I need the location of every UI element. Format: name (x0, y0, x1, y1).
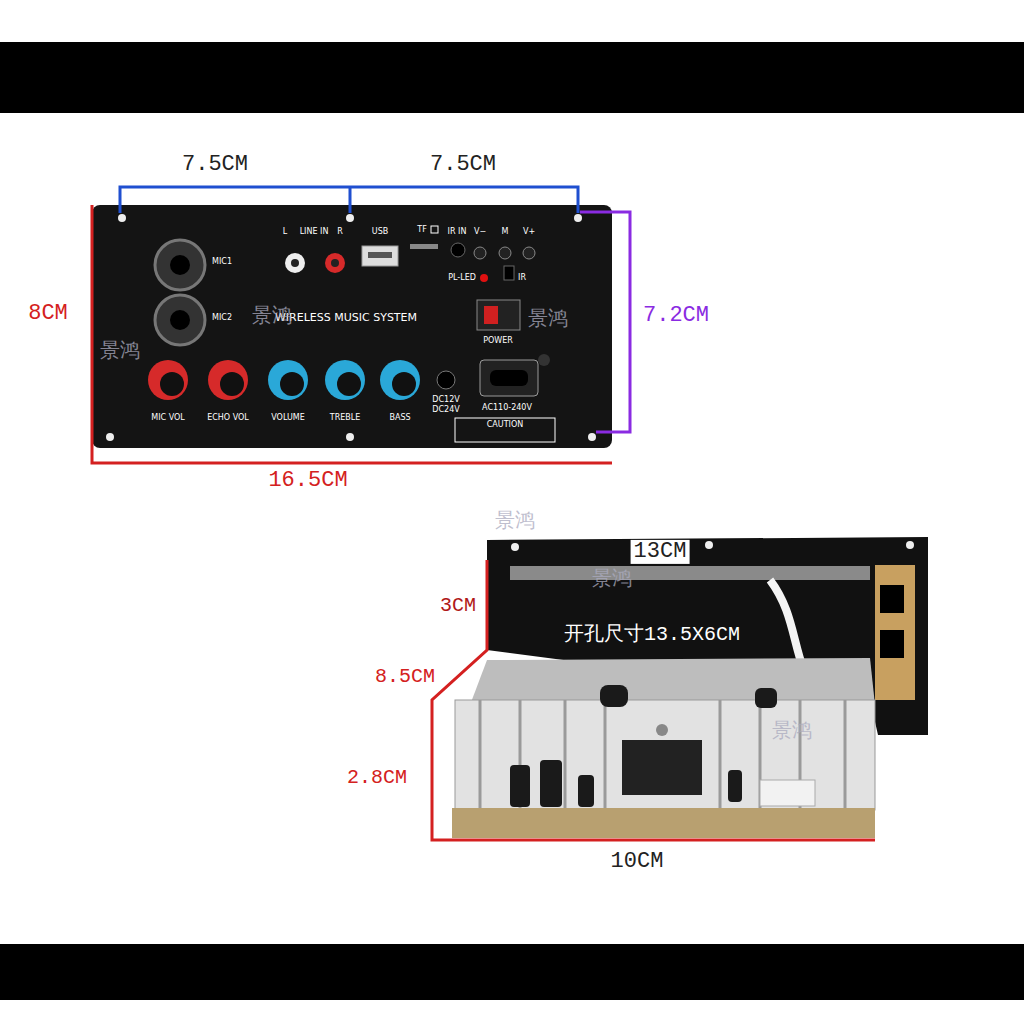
watermark: 景鸿 (772, 719, 812, 741)
dimension-label: 7.5CM (182, 153, 248, 177)
panel-label: L (283, 228, 287, 237)
panel-label: DC24V (432, 406, 459, 415)
dimension-label: 7.2CM (643, 304, 709, 328)
panel-label: IR (518, 274, 526, 283)
panel-label: V− (474, 228, 486, 237)
connectors-panel (285, 226, 555, 442)
panel-label: POWER (483, 337, 513, 346)
panel-title: WIRELESS MUSIC SYSTEM (275, 312, 417, 324)
dimension-label: 16.5CM (268, 469, 347, 493)
panel-label: PL-LED (448, 274, 476, 283)
dimension-line (432, 560, 875, 840)
panel-label: DC12V (432, 396, 459, 405)
dimension-line (92, 205, 612, 463)
front-panel (92, 205, 612, 448)
dimension-label: 8.5CM (375, 666, 435, 688)
cutout-note: 开孔尺寸13.5X6CM (564, 624, 740, 646)
dimension-label: 3CM (440, 595, 476, 617)
panel-label: BASS (389, 414, 410, 423)
mount-holes (511, 541, 914, 551)
dimension-label: 8CM (28, 302, 68, 326)
panel-label: USB (372, 228, 388, 237)
watermark: 景鸿 (528, 307, 568, 329)
chassis-top (470, 658, 875, 705)
components (510, 685, 815, 807)
pcb (452, 808, 875, 838)
panel-label: V+ (523, 228, 535, 237)
dimension-line (580, 212, 630, 432)
panel-label: M (502, 228, 509, 237)
mic-jacks (155, 240, 205, 345)
panel-label: IR IN (448, 228, 467, 237)
bottom-bar (0, 944, 1024, 1000)
top-rail (510, 566, 870, 580)
panel-label: LINE IN (300, 228, 329, 237)
panel-label: VOLUME (271, 414, 305, 423)
side-pcb (875, 565, 915, 700)
panel-label: CAUTION (487, 421, 523, 430)
dimension-label: 2.8CM (347, 767, 407, 789)
watermark: 景鸿 (252, 304, 292, 326)
panel-label: ECHO VOL (207, 414, 249, 423)
panel-label: MIC1 (212, 258, 232, 267)
dimension-line (120, 187, 578, 213)
panel-label: TF (417, 226, 427, 235)
dimension-label: 7.5CM (430, 153, 496, 177)
heatsink (455, 700, 875, 810)
heatsink-fins (480, 700, 845, 808)
panel-label: MIC VOL (151, 414, 184, 423)
mount-holes (106, 214, 596, 441)
panel-label: AC110-240V (482, 404, 532, 413)
top-bar (0, 42, 1024, 113)
dimension-label: 10CM (611, 850, 664, 874)
knobs (148, 360, 420, 400)
panel-label: TREBLE (330, 414, 361, 423)
panel-label: MIC2 (212, 314, 232, 323)
watermark: 景鸿 (100, 339, 140, 361)
watermark: 景鸿 (495, 509, 535, 531)
panel-label: R (337, 228, 343, 237)
dimension-label: 13CM (631, 540, 690, 564)
watermark: 景鸿 (592, 567, 632, 589)
